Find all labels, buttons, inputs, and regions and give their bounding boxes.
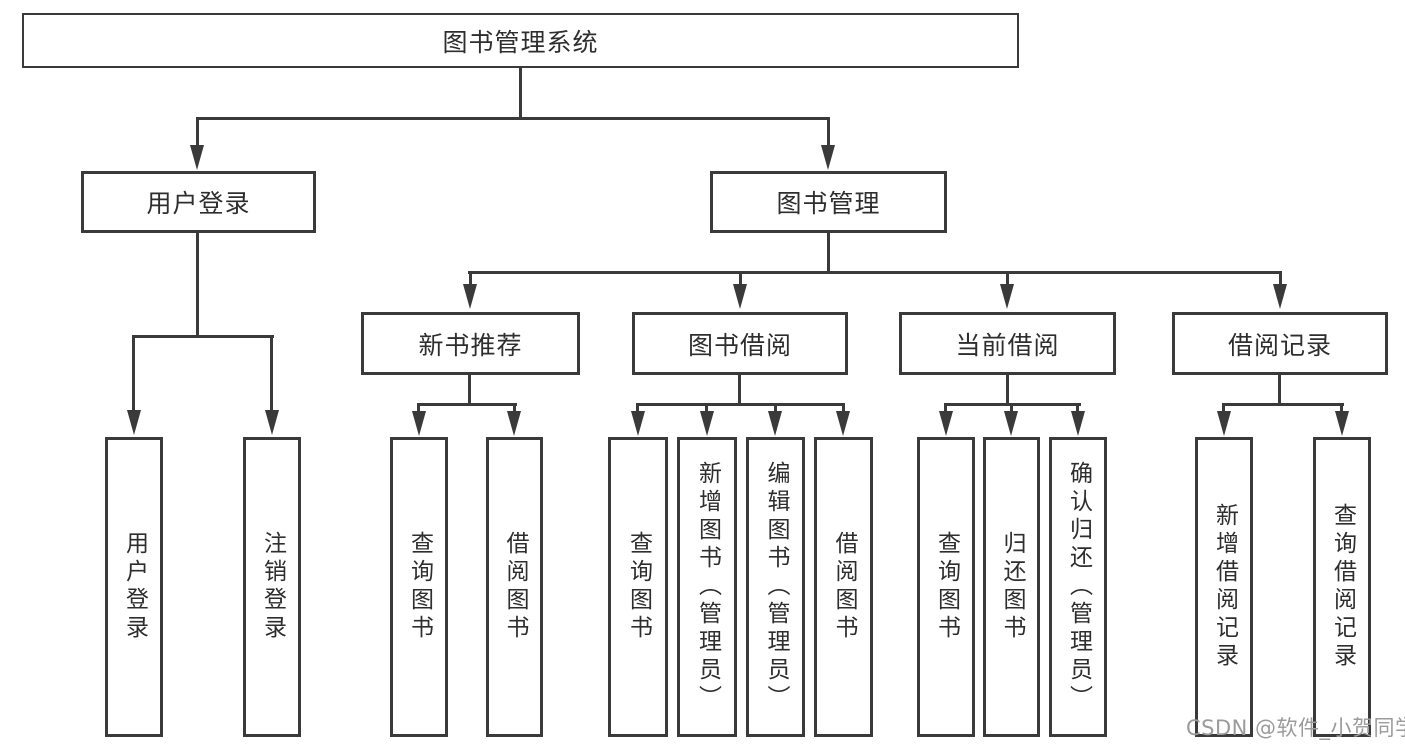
leaf-user-login-label: 用户登录 <box>121 531 148 643</box>
leaf-records-query-record-label: 查询借阅记录 <box>1329 503 1356 671</box>
connector-book-management-stem <box>827 231 830 273</box>
arrowhead-user-login <box>190 145 204 170</box>
node-root-label: 图书管理系统 <box>442 27 599 57</box>
connector-user-login-bar <box>132 335 274 338</box>
connector-drop-borrow-records <box>1279 271 1282 287</box>
leaf-records-query-record: 查询借阅记录 <box>1313 437 1371 737</box>
node-current-borrow-label: 当前借阅 <box>955 330 1060 360</box>
connector-drop-borrow-borrow <box>842 403 845 415</box>
leaf-newrec-borrow-books-label: 借阅图书 <box>502 531 528 643</box>
connector-records-stem <box>1278 373 1281 406</box>
arrowhead-current-query <box>939 411 953 436</box>
connector-drop-leaf-logout <box>270 335 273 413</box>
connector-current-stem <box>1006 373 1009 406</box>
node-new-book-recommend: 新书推荐 <box>361 312 580 375</box>
node-book-management: 图书管理 <box>710 171 947 233</box>
node-new-book-recommend-label: 新书推荐 <box>418 330 523 360</box>
arrowhead-borrow-borrow <box>836 411 850 436</box>
arrowhead-new-book-recommend <box>463 284 477 309</box>
leaf-current-query-books-label: 查询图书 <box>933 531 960 643</box>
arrowhead-newrec-borrow <box>507 411 521 436</box>
leaf-borrow-edit-books-admin: 编辑图书（管理员） <box>746 437 805 737</box>
node-book-borrow-label: 图书借阅 <box>687 330 792 360</box>
arrowhead-book-management <box>821 145 835 170</box>
connector-drop-book-borrow <box>739 271 742 287</box>
node-borrow-records: 借阅记录 <box>1172 312 1388 375</box>
connector-drop-newrec-query <box>417 403 420 415</box>
connector-user-login-stem <box>196 231 199 338</box>
connector-root-bar <box>196 117 830 120</box>
connector-newrec-stem <box>468 373 471 406</box>
leaf-borrow-add-books-admin: 新增图书（管理员） <box>677 437 737 737</box>
arrowhead-current-borrow <box>1000 284 1014 309</box>
arrowhead-borrow-query <box>631 411 645 436</box>
connector-drop-newrec-borrow <box>513 403 516 415</box>
connector-borrow-bar <box>636 403 845 406</box>
node-current-borrow: 当前借阅 <box>899 312 1116 375</box>
arrowhead-borrow-add <box>700 411 714 436</box>
leaf-current-return-books-label: 归还图书 <box>999 531 1025 643</box>
csdn-watermark: CSDN @软件_小贺同学 <box>1186 716 1405 740</box>
arrowhead-book-borrow <box>733 284 747 309</box>
connector-book-management-bar <box>468 271 1282 274</box>
node-book-borrow: 图书借阅 <box>632 312 848 375</box>
arrowhead-newrec-query <box>412 411 426 436</box>
connector-newrec-bar <box>417 403 517 406</box>
connector-drop-borrow-edit <box>774 403 777 415</box>
leaf-records-add-record-label: 新增借阅记录 <box>1211 503 1238 671</box>
leaf-newrec-borrow-books: 借阅图书 <box>486 437 543 737</box>
leaf-logout: 注销登录 <box>243 437 301 737</box>
connector-drop-current-borrow <box>1006 271 1009 287</box>
connector-borrow-stem <box>738 373 741 406</box>
connector-drop-records-query <box>1340 403 1343 415</box>
connector-records-bar <box>1222 403 1344 406</box>
arrowhead-records-add <box>1217 411 1231 436</box>
connector-root-stem <box>519 67 522 118</box>
leaf-newrec-query-books-label: 查询图书 <box>406 531 433 643</box>
arrowhead-current-confirm <box>1071 411 1085 436</box>
leaf-current-query-books: 查询图书 <box>917 437 975 737</box>
arrowhead-current-return <box>1004 411 1018 436</box>
leaf-user-login: 用户登录 <box>105 437 163 737</box>
leaf-logout-label: 注销登录 <box>259 531 286 643</box>
arrowhead-leaf-logout <box>265 410 279 435</box>
leaf-borrow-edit-books-admin-label: 编辑图书（管理员） <box>763 461 789 713</box>
connector-drop-user-login <box>196 117 199 148</box>
connector-drop-current-return <box>1010 403 1013 415</box>
node-book-management-label: 图书管理 <box>776 189 881 218</box>
leaf-current-confirm-return-admin-label: 确认归还（管理员） <box>1065 461 1092 713</box>
connector-drop-current-query <box>944 403 947 415</box>
connector-drop-records-add <box>1222 403 1225 415</box>
connector-drop-borrow-add <box>705 403 708 415</box>
leaf-borrow-borrow-books-label: 借阅图书 <box>831 531 857 643</box>
connector-drop-leaf-user-login <box>132 335 135 413</box>
node-user-login: 用户登录 <box>81 171 316 233</box>
node-user-login-label: 用户登录 <box>146 189 251 218</box>
leaf-current-confirm-return-admin: 确认归还（管理员） <box>1049 437 1107 737</box>
arrowhead-leaf-user-login <box>127 410 141 435</box>
leaf-borrow-borrow-books: 借阅图书 <box>814 437 873 737</box>
leaf-borrow-add-books-admin-label: 新增图书（管理员） <box>694 461 721 713</box>
node-borrow-records-label: 借阅记录 <box>1227 330 1332 360</box>
connector-drop-current-confirm <box>1076 403 1079 415</box>
leaf-borrow-query-books: 查询图书 <box>608 437 668 737</box>
leaf-borrow-query-books-label: 查询图书 <box>625 531 652 643</box>
leaf-records-add-record: 新增借阅记录 <box>1195 437 1253 737</box>
connector-drop-book-management <box>827 117 830 148</box>
node-root-library-system: 图书管理系统 <box>22 13 1019 68</box>
arrowhead-borrow-edit <box>768 411 782 436</box>
connector-drop-new-book-recommend <box>469 271 472 287</box>
leaf-newrec-query-books: 查询图书 <box>390 437 448 737</box>
leaf-current-return-books: 归还图书 <box>983 437 1040 737</box>
connector-drop-borrow-query <box>636 403 639 415</box>
arrowhead-records-query <box>1335 411 1349 436</box>
arrowhead-borrow-records <box>1273 284 1287 309</box>
